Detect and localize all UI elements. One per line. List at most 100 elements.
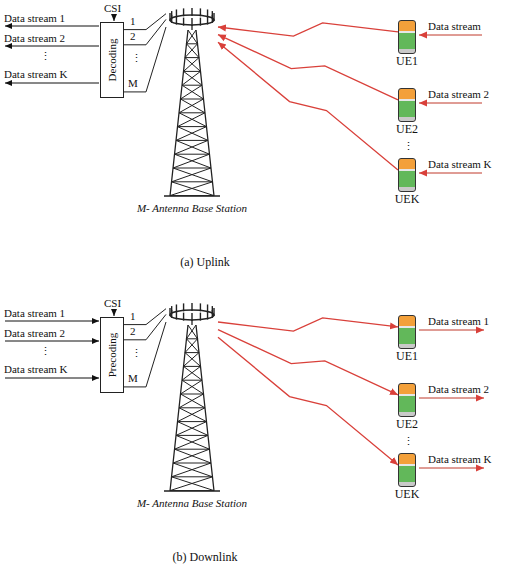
caption: (b) Downlink xyxy=(173,551,238,564)
antenna-element xyxy=(183,18,184,26)
stream-arrow xyxy=(419,398,484,399)
wireless-link xyxy=(218,42,398,170)
ue-label: UE1 xyxy=(396,55,418,68)
brace xyxy=(188,30,197,44)
stream-arrow xyxy=(5,26,99,27)
csi-arrow xyxy=(114,15,115,21)
stream-arrow xyxy=(419,330,484,331)
stream-arrow xyxy=(419,35,482,36)
station-label: M- Antenna Base Station xyxy=(137,202,247,215)
stream-label: Data stream 2 xyxy=(4,327,65,340)
ellipsis: ⋮ xyxy=(40,345,51,358)
wireless-link xyxy=(218,330,398,395)
box-label: Decoding xyxy=(106,39,119,82)
antenna-element xyxy=(171,11,172,19)
user-equipment: UEK xyxy=(398,158,416,192)
stream-arrow xyxy=(5,46,99,47)
brace xyxy=(178,126,207,127)
brace xyxy=(179,113,206,127)
csi-arrow xyxy=(114,310,115,316)
brace xyxy=(173,154,209,168)
brace xyxy=(187,44,199,58)
brace xyxy=(181,99,205,113)
stream-arrow xyxy=(5,341,99,342)
ue-label: UE1 xyxy=(396,350,418,363)
stream-label: Data stream 2 xyxy=(428,383,489,396)
brace xyxy=(187,43,198,44)
stream-label: Data stream K xyxy=(428,453,492,466)
signal-label: CSI xyxy=(104,297,121,310)
stream-label: Data stream K xyxy=(4,68,68,81)
wireless-link xyxy=(218,318,398,331)
brace xyxy=(185,58,200,72)
antenna-number: 1 xyxy=(130,310,136,323)
user-equipment: UE2 xyxy=(398,88,416,122)
antenna-element xyxy=(200,18,201,26)
stream-arrows xyxy=(5,15,484,468)
antenna-element xyxy=(191,8,192,16)
brace xyxy=(176,140,208,141)
stream-arrow xyxy=(419,173,482,174)
stream-label: Data stream K xyxy=(4,363,68,376)
ellipsis: ⋮ xyxy=(131,347,142,360)
antenna-element xyxy=(207,9,208,17)
brace xyxy=(170,182,212,196)
tower-lattice xyxy=(170,30,214,196)
brace xyxy=(187,30,196,44)
user-equipment: UE1 xyxy=(398,315,416,349)
brace xyxy=(175,140,208,154)
brace xyxy=(184,71,201,72)
brace xyxy=(182,85,202,86)
antenna-elements xyxy=(170,8,214,26)
antenna-element xyxy=(200,8,201,16)
ellipsis: ⋮ xyxy=(131,52,142,65)
user-equipment: UE2 xyxy=(398,383,416,417)
antenna-feed xyxy=(124,322,166,387)
stream-arrow xyxy=(5,321,99,322)
antenna-element xyxy=(169,13,170,21)
ue-label: UEK xyxy=(395,488,420,501)
antenna-element xyxy=(191,18,192,26)
stream-arrow xyxy=(5,378,99,379)
stream-label: Data stream 1 xyxy=(428,315,489,328)
precoding-box: Precoding xyxy=(100,317,124,393)
antenna-number: 1 xyxy=(130,15,136,28)
decoding-box: Decoding xyxy=(100,22,124,98)
antenna-element xyxy=(213,13,214,21)
brace xyxy=(173,168,211,169)
brace xyxy=(181,99,204,100)
antenna-number: M xyxy=(128,77,138,90)
signal-label: CSI xyxy=(104,2,121,15)
stream-label: Data stream 1 xyxy=(4,307,65,320)
ue-label: UE2 xyxy=(396,123,418,136)
brace xyxy=(176,140,209,154)
brace xyxy=(184,58,199,72)
antenna-number: M xyxy=(128,372,138,385)
stream-arrow xyxy=(419,468,484,469)
brace xyxy=(179,112,205,113)
ellipsis: ⋮ xyxy=(403,140,414,153)
antenna-number: 2 xyxy=(130,325,136,338)
base-station-tower xyxy=(164,303,220,491)
wireless-link xyxy=(218,35,398,100)
antenna-element xyxy=(183,8,184,16)
stream-label: Data stream 2 xyxy=(4,32,65,45)
stream-label: Data stream 1 xyxy=(4,12,65,25)
wireless-link xyxy=(218,23,398,36)
brace xyxy=(178,127,208,141)
brace xyxy=(182,71,200,85)
brace xyxy=(175,154,211,168)
stream-label: Data stream K xyxy=(428,158,492,171)
brace xyxy=(172,168,211,182)
antenna-element xyxy=(207,17,208,25)
ellipsis: ⋮ xyxy=(403,435,414,448)
ue-label: UEK xyxy=(395,193,420,206)
ellipsis: ⋮ xyxy=(40,50,51,63)
brace xyxy=(182,85,203,99)
base-station: M- Antenna Base Station xyxy=(166,303,218,493)
brace xyxy=(179,99,203,113)
base-station: M- Antenna Base Station xyxy=(166,8,218,198)
